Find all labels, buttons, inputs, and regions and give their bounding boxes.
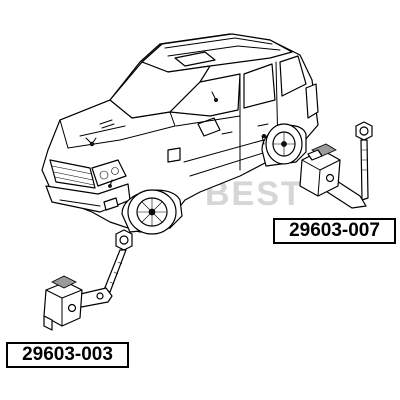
vehicle-illustration [41, 33, 319, 235]
rear-height-sensor-illustration [299, 121, 373, 209]
front-height-sensor-illustration [43, 229, 133, 331]
part-number-label-rear: 29603-007 [273, 218, 396, 244]
part-number-label-front: 29603-003 [6, 342, 129, 368]
